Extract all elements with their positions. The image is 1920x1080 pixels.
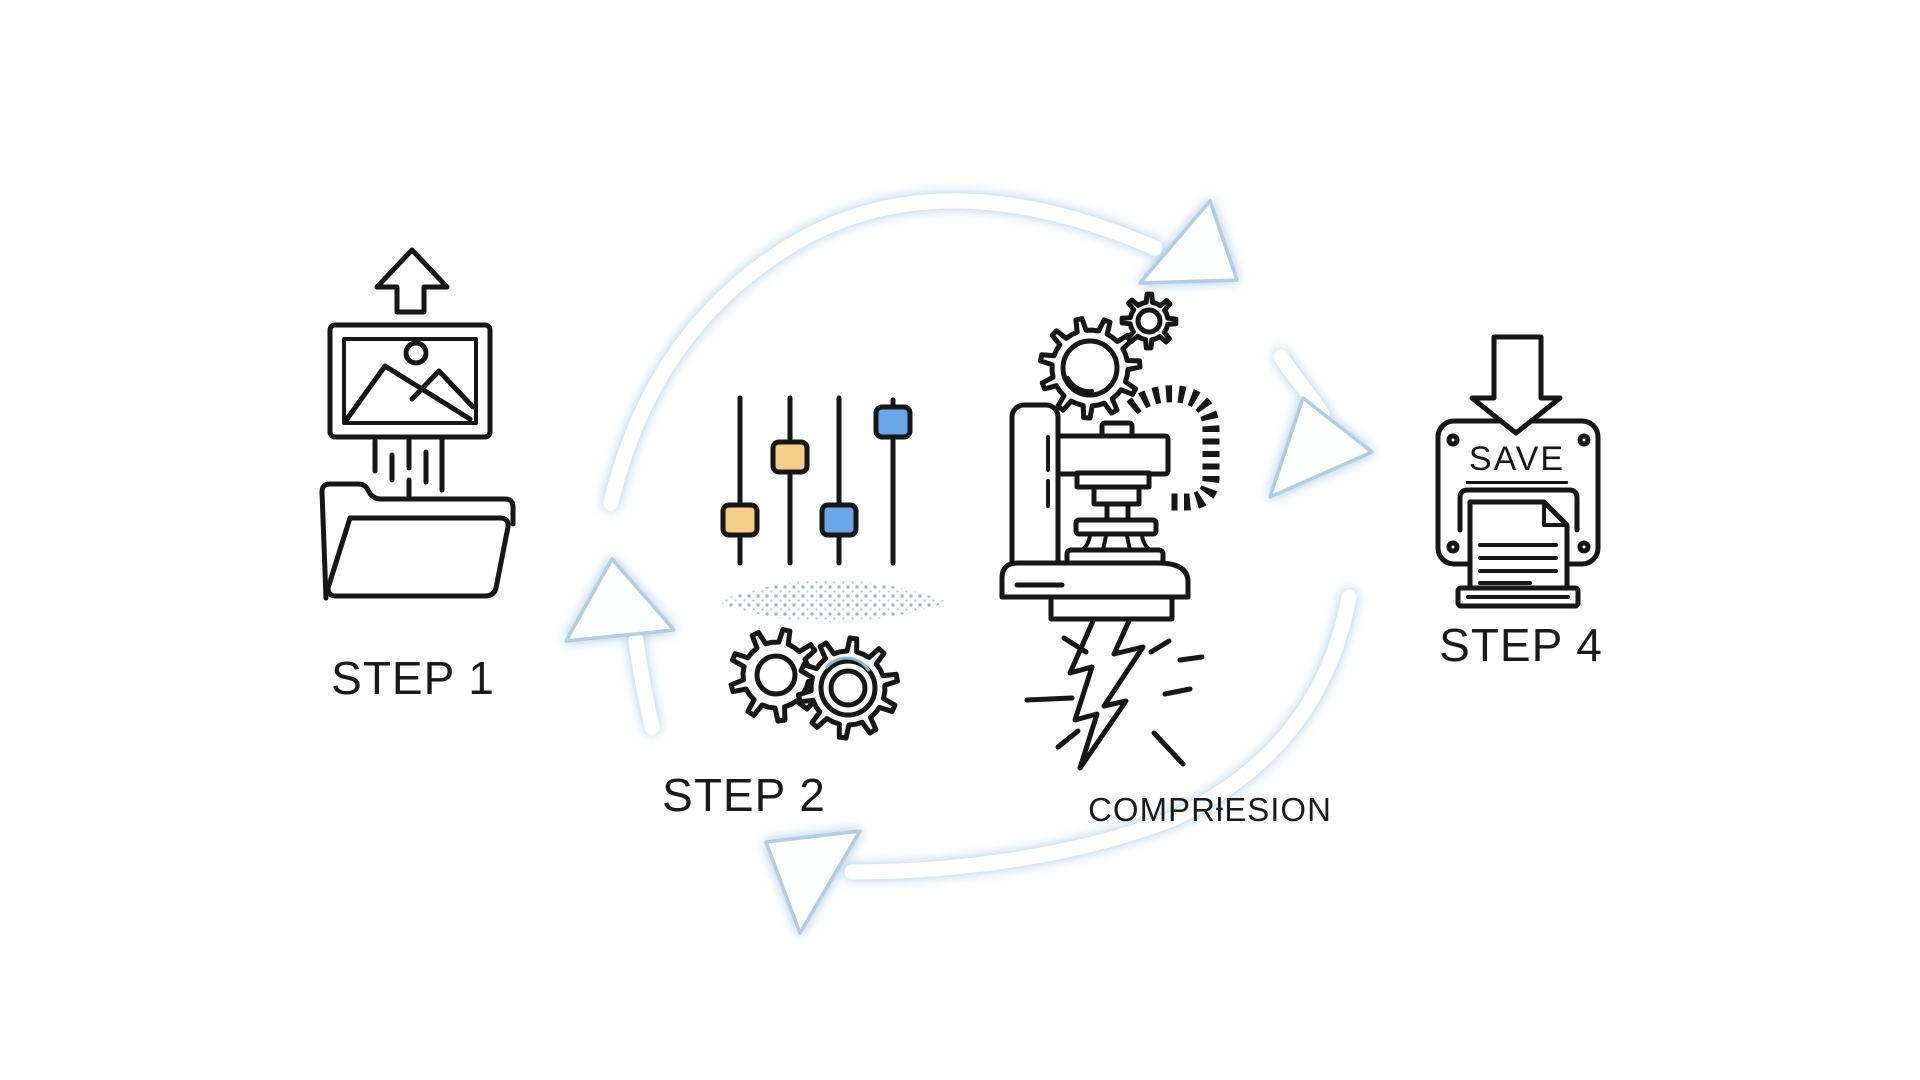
machine-beam — [1055, 433, 1171, 477]
slider-handle-4 — [873, 404, 913, 440]
press-plate — [1073, 517, 1159, 537]
cycle-arc-left — [628, 632, 660, 735]
machine-gear-large-hole — [1060, 338, 1120, 398]
gear-left-hole — [754, 653, 798, 697]
press-stage-2 — [1091, 484, 1142, 507]
picture-sun-icon — [403, 340, 429, 366]
drop-motion-lines — [372, 435, 445, 508]
folder-front — [325, 515, 511, 599]
slider-tracks — [737, 395, 896, 566]
machine-pedestal — [1048, 594, 1175, 622]
compression-label: COMPRƚESION — [1088, 791, 1332, 828]
step2-label: STEP 2 — [662, 769, 826, 821]
arrowhead-bottom-icon — [764, 829, 862, 935]
machine-gear-small-icon — [1119, 291, 1179, 351]
halftone-cloud — [716, 580, 948, 622]
step4-label: STEP 4 — [1439, 619, 1603, 671]
arrowhead-top-icon — [1138, 199, 1239, 285]
machine-gear-large-arc — [1066, 376, 1094, 394]
cycle-arc-bottom — [844, 589, 1357, 880]
slider-handle-1 — [720, 502, 760, 538]
step1-label: STEP 1 — [331, 652, 495, 704]
gear-right-hole — [828, 668, 868, 708]
machine-column — [1009, 402, 1061, 576]
document-fold — [1542, 500, 1569, 527]
printer-slot — [1457, 487, 1580, 533]
picture-mountain-large — [344, 363, 473, 422]
machine-base — [999, 560, 1191, 600]
arrowhead-left-icon — [564, 557, 676, 643]
gear-right-highlight — [824, 656, 871, 672]
lightning-bolt-icon — [1067, 609, 1146, 771]
save-document-icon — [1435, 334, 1601, 609]
adjustment-sliders-icon — [716, 395, 948, 741]
cycle-arrows — [564, 193, 1374, 935]
arrowhead-right-icon — [1268, 396, 1374, 499]
ribbed-hose-icon — [1126, 385, 1220, 511]
slider-handle-2 — [770, 439, 810, 475]
machine-gear-large-icon — [1038, 316, 1143, 421]
machine-gear-small-hole — [1135, 307, 1163, 335]
panel-screws — [1446, 433, 1591, 554]
document-text-lines — [1478, 543, 1558, 585]
upload-image-to-folder-icon — [319, 247, 516, 601]
up-arrow-icon — [374, 247, 450, 315]
down-arrow-icon — [1469, 334, 1563, 436]
impact-rays — [1024, 635, 1205, 767]
save-label: SAVE — [1465, 440, 1569, 484]
picture-mountain-small — [409, 368, 476, 410]
slider-handle-3 — [819, 502, 859, 538]
press-machine-icon — [999, 291, 1220, 771]
picture-frame-inner — [342, 337, 478, 425]
cycle-arc-top-left — [603, 193, 1163, 511]
